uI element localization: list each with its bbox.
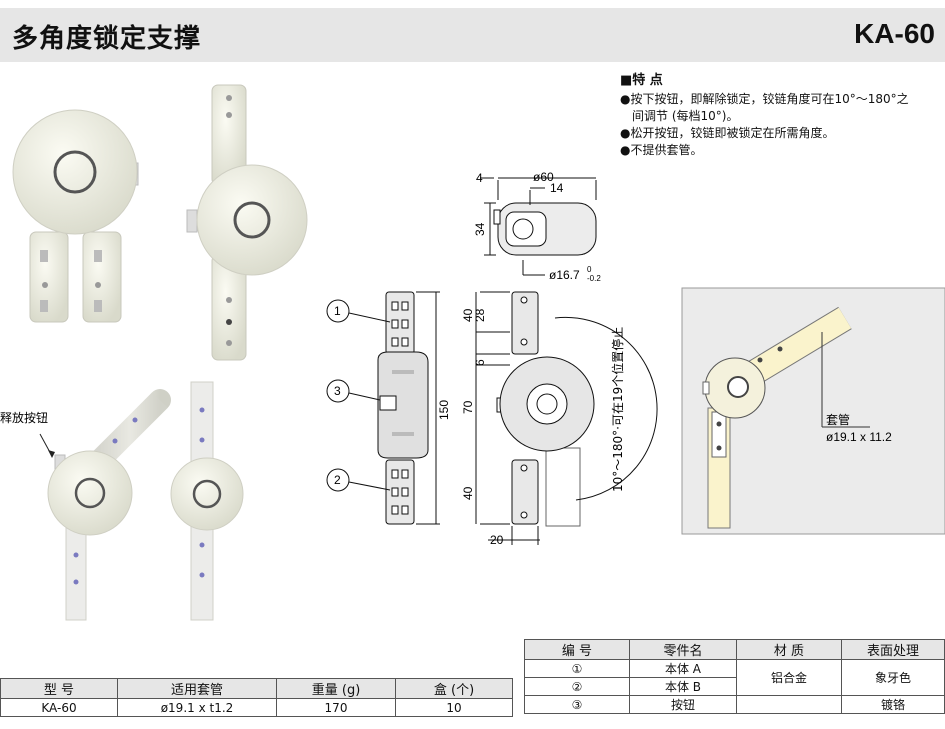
dim-phi167: ø16.7 xyxy=(549,268,580,282)
release-button-label: 释放按钮 xyxy=(0,410,48,425)
dim-phi167-tol-low: -0.2 xyxy=(587,274,601,283)
table-row: ③ 按钮 镀铬 xyxy=(524,695,945,714)
spec-box: 10 xyxy=(395,698,513,717)
dim-40a: 40 xyxy=(461,308,475,322)
part-material: 铝合金 xyxy=(736,659,842,696)
spec-header-weight: 重量 (g) xyxy=(276,678,396,699)
parts-header-finish: 表面处理 xyxy=(841,639,945,660)
parts-table: 编 号 零件名 材 质 表面处理 ① 本体 A 铝合金 象牙色 ② 本体 B ③… xyxy=(524,639,945,714)
feature-item: ●松开按钮，铰链即被锁定在所需角度。 xyxy=(620,126,835,140)
part-finish-ab: 象牙色 xyxy=(841,659,945,696)
dim-4: 4 xyxy=(476,171,483,185)
page-title: 多角度锁定支撑 xyxy=(12,24,202,54)
parts-header-no: 编 号 xyxy=(524,639,630,660)
drawing-front-view xyxy=(326,291,440,525)
spec-header-tube: 适用套管 xyxy=(117,678,277,699)
angle-note: 10°～180°·可在19个位置停止 xyxy=(610,327,625,492)
product-photo-folded xyxy=(12,109,139,323)
features-heading: ■特 点 xyxy=(620,73,663,88)
dim-28: 28 xyxy=(473,308,487,322)
part-finish-c: 镀铬 xyxy=(841,695,945,714)
dim-phi167-tol-up: 0 xyxy=(587,265,592,274)
parts-header-name: 零件名 xyxy=(629,639,737,660)
table-row: KA-60 ø19.1 x t1.2 170 10 xyxy=(0,698,513,717)
header-bar: 多角度锁定支撑 KA-60 xyxy=(0,8,945,62)
dim-34: 34 xyxy=(473,222,487,236)
product-photo-angled: 释放按钮 xyxy=(0,389,171,621)
callout-2: 2 xyxy=(334,473,341,487)
dim-14: 14 xyxy=(550,181,564,195)
feature-item: ●不提供套管。 xyxy=(620,143,703,157)
drawing-side-view xyxy=(475,291,658,545)
inset-tube-label: 套管 xyxy=(826,412,850,427)
feature-item: 间调节 (每档10°)。 xyxy=(632,109,739,123)
part-no: ② xyxy=(524,677,630,696)
features-section: ■特 点 ●按下按钮，即解除锁定，铰链角度可在10°～180°之 间调节 (每档… xyxy=(620,72,945,159)
dim-150: 150 xyxy=(437,400,451,420)
inset-illustration xyxy=(681,287,945,535)
drawing-top-view xyxy=(480,177,597,276)
spec-model: KA-60 xyxy=(0,698,118,717)
dim-phi60: ø60 xyxy=(533,170,554,184)
dim-40b: 40 xyxy=(461,486,475,500)
spec-table: 型 号 适用套管 重量 (g) 盒 (个) KA-60 ø19.1 x t1.2… xyxy=(0,678,513,717)
feature-item: ●按下按钮，即解除锁定，铰链角度可在10°～180°之 xyxy=(620,92,909,106)
part-material-empty xyxy=(736,695,842,714)
part-name: 本体 B xyxy=(629,677,737,696)
spec-tube: ø19.1 x t1.2 xyxy=(117,698,277,717)
spec-header-model: 型 号 xyxy=(0,678,118,699)
product-photo-extended xyxy=(186,84,308,361)
dim-20: 20 xyxy=(490,533,504,547)
model-number: KA-60 xyxy=(854,18,935,49)
inset-tube-size: ø19.1 x 11.2 xyxy=(826,430,892,444)
dim-6: 6 xyxy=(473,359,487,366)
part-no: ① xyxy=(524,659,630,678)
spec-header-box: 盒 (个) xyxy=(395,678,513,699)
part-name: 按钮 xyxy=(629,695,737,714)
spec-weight: 170 xyxy=(276,698,396,717)
callout-3: 3 xyxy=(334,384,341,398)
table-row: ① 本体 A 铝合金 象牙色 xyxy=(524,659,945,696)
dim-70: 70 xyxy=(461,400,475,414)
part-no: ③ xyxy=(524,695,630,714)
callout-1: 1 xyxy=(334,304,341,318)
part-name: 本体 A xyxy=(629,659,737,678)
product-photo-straight-tube xyxy=(170,381,244,621)
parts-header-material: 材 质 xyxy=(736,639,842,660)
